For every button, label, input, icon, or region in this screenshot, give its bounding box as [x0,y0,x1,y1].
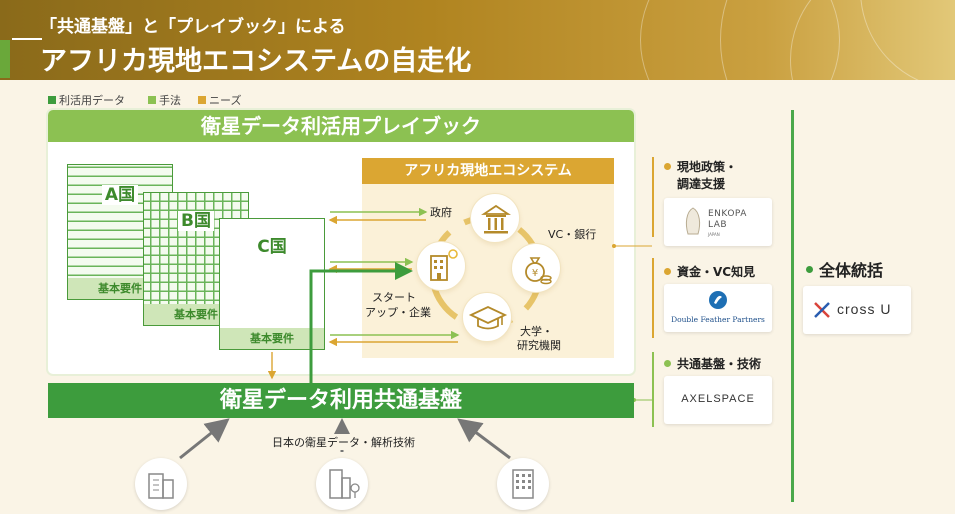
enkopa-logo-icon [685,207,701,235]
page-title: アフリカ現地エコシステムの自走化 [40,46,472,77]
infra-section-title: 共通基盤・技術 [664,355,761,372]
government-label: 政府 [430,206,452,219]
enkopa-logo-text: ENKOPA [708,209,747,219]
ecosystem-title: アフリカ現地エコシステム [362,158,614,184]
crossu-logo-text: cross U [837,301,892,317]
graduation-cap-icon [468,306,508,330]
country-footer-c: 基本要件 [220,328,324,349]
building-node-right [497,458,549,510]
enkopa-logo-card: ENKOPA LAB JAPAN [664,198,772,246]
city-building-icon [148,473,174,499]
apartment-building-icon [512,469,534,499]
office-building-icon [430,249,458,281]
building-node-left [135,458,187,510]
university-node [462,292,512,342]
dfp-logo-card: Double Feather Partners [664,284,772,332]
header-accent-line [12,38,42,40]
common-platform-bar: 衛星データ利用共通基盤 [48,383,634,418]
vc-bank-label: VC・銀行 [548,228,597,241]
dfp-logo-text: Double Feather Partners [671,315,765,324]
playbook-title: 衛星データ利活用プレイブック [48,110,634,142]
legend-item-method: 手法 [148,92,181,108]
policy-divider [652,157,654,237]
crossu-logo-icon [814,302,830,318]
main-divider [791,110,794,502]
legend-item-needs: ニーズ [198,92,241,108]
axelspace-logo-card: AXELSPACE [664,376,772,424]
country-label-c: C国 [257,237,287,257]
capital-section-title: 資金・VC知見 [664,263,755,280]
header-subtitle: 「共通基盤」と「プレイブック」による [40,17,346,37]
startup-label-1: スタート [372,291,416,304]
government-node [470,193,520,243]
header-banner [0,0,955,80]
dfp-logo-icon [709,291,727,309]
axelspace-logo-text: AXELSPACE [681,393,755,405]
overall-section-title: 全体統括 [806,257,883,281]
enkopa-logo-text-2: LAB [708,220,728,230]
infra-divider [652,352,654,427]
government-building-icon [481,204,511,234]
startup-label-2: アップ・企業 [365,306,431,319]
country-label-a: A国 [67,180,173,205]
japan-tech-label: 日本の衛星データ・解析技術 [270,434,417,450]
legend-item-data: 利活用データ [48,92,125,108]
building-node-center [316,458,368,510]
policy-section-title-2: 調達支援 [677,177,726,191]
money-bag-icon: ¥ [525,257,552,285]
crossu-logo-card: cross U [803,286,911,334]
country-label-b: B国 [143,206,249,231]
capital-divider [652,258,654,338]
svg-text:¥: ¥ [532,268,538,279]
university-label-1: 大学・ [520,325,553,338]
policy-section-title: 現地政策・ [664,158,737,175]
header-accent-bar [0,40,10,78]
city-building-tree-icon [329,469,360,499]
enkopa-logo-small: JAPAN [708,232,720,237]
university-label-2: 研究機関 [517,339,561,352]
startup-node [416,241,466,291]
vc-bank-node: ¥ [511,243,561,293]
